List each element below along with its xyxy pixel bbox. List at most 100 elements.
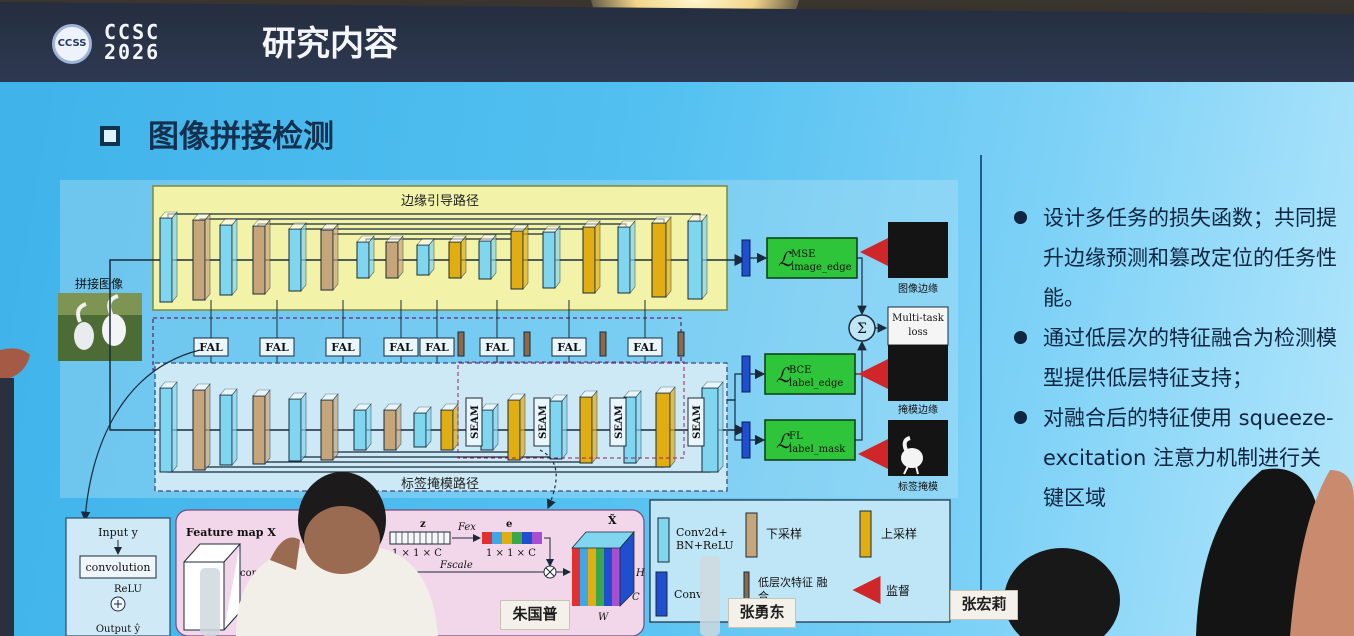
output-label-mask xyxy=(888,420,948,476)
fal-label-6: FAL xyxy=(485,341,509,354)
fal-module-2: FAL xyxy=(259,337,295,357)
top-block-14 xyxy=(582,220,601,294)
se-w-label: W xyxy=(598,612,609,623)
conference-wordmark: CCSC 2026 xyxy=(104,20,161,64)
bottom-block-7 xyxy=(353,403,372,451)
bullet-item-2: 通过低层次的特征融合为检测模型提供低层特征支持； xyxy=(1010,318,1340,398)
se-output-cube xyxy=(571,530,635,607)
bottom-block-10 xyxy=(440,403,459,451)
bottom-block-3 xyxy=(219,388,238,466)
se-fex-label: Fex xyxy=(457,522,476,533)
legend-sup-label: 监督 xyxy=(886,583,910,598)
section-title: 图像拼接检测 xyxy=(148,119,334,155)
slide-header xyxy=(0,2,1354,86)
top-block-9 xyxy=(416,238,435,276)
seam-label-2: SEAM xyxy=(538,405,549,439)
svg-text:ℒ: ℒ xyxy=(778,247,793,271)
fal-module-3: FAL xyxy=(325,337,361,357)
se-detail-panel: Feature map X conv z 1 × 1 × C Fex e 1 ×… xyxy=(175,509,645,636)
slide-title: 研究内容 xyxy=(262,24,398,64)
loss-box-fl: ℒ FL label_mask xyxy=(764,419,856,461)
multitask-loss-box xyxy=(887,306,949,346)
top-block-6 xyxy=(320,223,339,291)
svg-text:ℒ: ℒ xyxy=(776,429,791,453)
seam-label-4: SEAM xyxy=(692,405,703,439)
se-e-label: e xyxy=(506,519,512,530)
bottom-block-16 xyxy=(655,386,676,468)
conference-logo-icon: CCSS xyxy=(52,24,92,64)
top-block-3 xyxy=(219,218,238,296)
bottom-block-9 xyxy=(413,406,432,448)
se-e-dim: 1 × 1 × C xyxy=(486,548,536,559)
se-z-dim: 1 × 1 × C xyxy=(392,548,442,559)
fal-module-4: FAL xyxy=(383,337,419,357)
bottom-path-blocks xyxy=(159,381,724,473)
fal-detail-output: Output ŷ xyxy=(96,624,141,635)
loss-box-bce: ℒ BCE label_edge xyxy=(764,353,856,395)
top-block-1 xyxy=(159,211,178,303)
legend-conv-label: Conv2d+ BN+ReLU xyxy=(676,526,734,552)
loss-mse-sub: image_edge xyxy=(791,262,852,273)
legend-low-label: 低层次特征 融合 xyxy=(758,576,828,603)
top-block-13 xyxy=(542,225,561,289)
fal-detail-panel: Input y convolution ReLU Output ŷ xyxy=(65,517,171,636)
seam-modules: SEAM SEAM SEAM SEAM xyxy=(457,361,705,459)
fal-label-8: FAL xyxy=(633,341,657,354)
bullet-list: 设计多任务的损失函数；共同提升边缘预测和篡改定位的任务性能。 通过低层次的特征融… xyxy=(1010,198,1340,518)
low-level-fusion-block-4 xyxy=(677,331,685,357)
sum-symbol: Σ xyxy=(857,321,867,337)
fal-detail-conv: convolution xyxy=(86,561,151,574)
fal-label-5: FAL xyxy=(425,341,449,354)
output-label-mask-label: 标签掩模 xyxy=(898,480,938,493)
bottom-block-12 xyxy=(507,393,526,461)
se-c-label: C xyxy=(632,592,640,603)
loss-bce-sub: label_edge xyxy=(789,378,843,389)
legend-conv-swatch xyxy=(657,517,670,563)
svg-text:ℒ: ℒ xyxy=(776,363,791,387)
top-path-blocks xyxy=(159,211,708,303)
input-label: 拼接图像 xyxy=(75,276,123,291)
bullet-item-3: 对融合后的特征使用 squeeze-excitation 注意力机制进行关键区域 xyxy=(1010,398,1340,518)
top-block-17 xyxy=(687,214,708,300)
fal-label-2: FAL xyxy=(265,341,289,354)
legend-up-swatch xyxy=(859,510,872,558)
legend-panel: Conv2d+ BN+ReLU 下采样 上采样 Conv 低层次特征 融合 监督 xyxy=(649,499,951,623)
input-bird-image xyxy=(58,293,142,361)
fal-module-7: FAL xyxy=(551,337,587,357)
nameplate-3: 张宏莉 xyxy=(950,590,1018,620)
bottom-block-6 xyxy=(320,393,339,461)
fal-label-3: FAL xyxy=(331,341,355,354)
bottom-block-1 xyxy=(159,381,178,473)
top-block-10 xyxy=(448,235,467,279)
top-block-4 xyxy=(252,219,271,295)
legend-up-label: 上采样 xyxy=(881,526,917,541)
se-feature-map-label: Feature map X xyxy=(186,526,276,539)
legend-conv-fragment: Conv xyxy=(674,588,703,601)
output-mask-edge xyxy=(888,345,948,401)
seam-label-1: SEAM xyxy=(470,405,481,439)
bullet-item-1: 设计多任务的损失函数；共同提升边缘预测和篡改定位的任务性能。 xyxy=(1010,198,1340,318)
top-block-11 xyxy=(478,234,497,280)
bottom-block-15 xyxy=(623,390,642,464)
se-z-label: z xyxy=(420,519,426,530)
seam-module-3: SEAM xyxy=(609,397,627,447)
loss-box-mse: ℒ MSE image_edge xyxy=(766,237,858,279)
low-level-fusion-block-3 xyxy=(599,331,607,357)
bottom-output-block xyxy=(741,421,751,459)
fal-module-1: FAL xyxy=(193,337,229,357)
top-path-label: 边缘引导路径 xyxy=(401,193,479,209)
output-image-edge xyxy=(888,222,948,278)
bottom-block-8 xyxy=(383,403,402,451)
fal-detail-relu: ReLU xyxy=(114,584,142,595)
low-level-fusion-block-1 xyxy=(457,331,465,357)
bottom-block-11 xyxy=(480,403,499,451)
bottom-path-label: 标签掩模路径 xyxy=(401,476,479,492)
section-bullet-square-icon xyxy=(100,126,120,146)
seam-module-2: SEAM xyxy=(533,397,551,447)
fal-module-8: FAL xyxy=(627,337,663,357)
top-block-7 xyxy=(356,235,375,279)
fal-module-6: FAL xyxy=(479,337,515,357)
top-output-block xyxy=(741,239,751,277)
